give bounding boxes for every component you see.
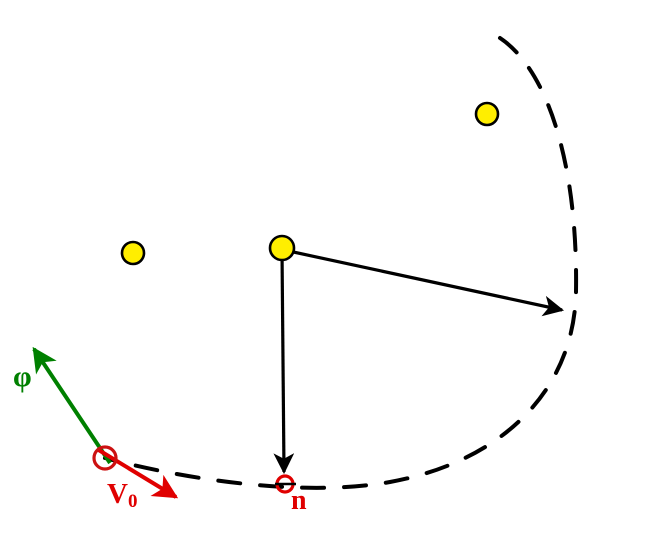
yellow-dot-center: [268, 234, 296, 262]
phi-label: φ: [13, 360, 32, 393]
v0-label-main: V: [107, 478, 128, 510]
radius-vector-down-arrow: [273, 249, 295, 475]
yellow-dot-upper-right: [474, 101, 500, 127]
v0-vector-arrow: [95, 447, 179, 499]
v0-label-subscript: 0: [127, 491, 138, 512]
yellow-dot-left: [120, 240, 146, 266]
v0-label: V0: [107, 478, 138, 512]
dashed-orbit-arc: [103, 36, 579, 490]
n-label: n: [291, 485, 307, 516]
phi-vector-arrow: [32, 346, 112, 465]
radius-vector-right-arrow: [283, 248, 565, 317]
marker-start-circle: [92, 445, 118, 471]
